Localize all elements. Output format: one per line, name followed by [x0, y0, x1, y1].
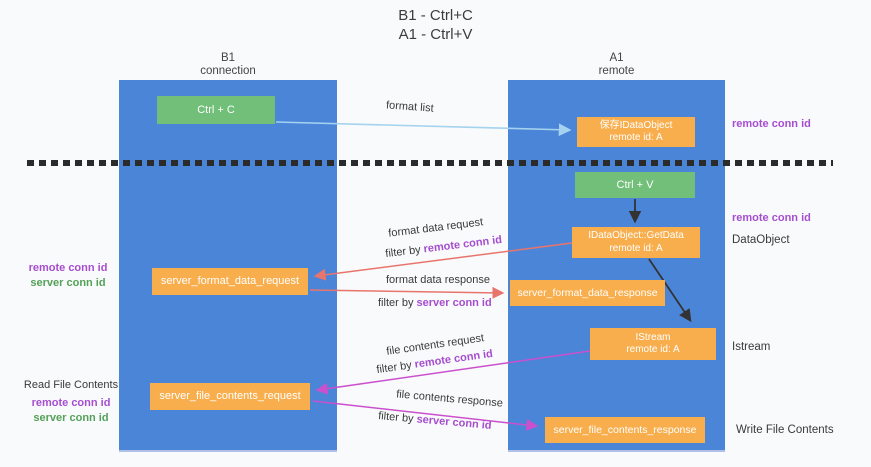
node-file-request-label: server_file_contents_request — [159, 390, 301, 402]
right-dataobject-remote-conn-id: remote conn id — [732, 212, 811, 224]
column-a1-sub: remote — [598, 65, 635, 77]
right-write-file-contents-label: Write File Contents — [736, 424, 834, 436]
node-ctrl-v: Ctrl + V — [575, 172, 695, 198]
node-ctrl-v-label: Ctrl + V — [616, 178, 654, 191]
edge-label-file-response: file contents response — [395, 388, 504, 410]
left-format-conn-ids: remote conn id server conn id — [25, 261, 111, 291]
filter-key-server-conn-id: server conn id — [416, 297, 492, 309]
remote-conn-id-label: remote conn id — [28, 262, 108, 274]
edge-label-format-response: format data response — [386, 274, 490, 286]
node-getdata-line1: IDataObject::GetData — [588, 230, 684, 241]
node-server-file-contents-request: server_file_contents_request — [150, 383, 310, 410]
column-header-b1: B1 connection — [119, 52, 337, 78]
node-ctrl-c: Ctrl + C — [157, 96, 275, 124]
column-b1-name: B1 — [220, 52, 236, 64]
node-save-idataobject-line1: 保存IDataObject — [599, 119, 673, 131]
node-idataobject-getdata: IDataObject::GetData remote id: A — [572, 227, 700, 258]
node-format-response-label: server_format_data_response — [517, 286, 658, 299]
server-conn-id-label: server conn id — [33, 412, 109, 424]
node-getdata-line2: remote id: A — [609, 242, 663, 254]
node-istream-line2: remote id: A — [626, 344, 680, 355]
edge-label-format-request: format data request — [387, 216, 484, 240]
filter-by-text: filter by — [377, 410, 418, 426]
title-line-2: A1 - Ctrl+V — [398, 26, 473, 43]
edge-label-format-list: format list — [385, 99, 435, 115]
filter-by-text: filter by — [375, 358, 416, 377]
node-istream: IStream remote id: A — [590, 328, 716, 360]
diagram-title: B1 - Ctrl+C A1 - Ctrl+V — [0, 6, 871, 44]
filter-by-text: filter by — [384, 243, 425, 261]
filter-by-text: filter by — [378, 297, 417, 309]
column-b1-sub: connection — [200, 65, 256, 77]
node-format-request-label: server_format_data_request — [160, 275, 300, 287]
node-save-idataobject: 保存IDataObject remote id: A — [577, 117, 695, 147]
edge-label-file-response-filter: filter by server conn id — [378, 410, 492, 432]
remote-conn-id-label: remote conn id — [31, 397, 111, 409]
node-save-idataobject-line2: remote id: A — [609, 132, 663, 143]
phase-divider-dashed-line — [27, 160, 833, 166]
format-response-arrow — [309, 286, 505, 299]
node-server-format-data-request: server_format_data_request — [152, 268, 308, 295]
node-file-response-label: server_file_contents_response — [553, 423, 697, 436]
right-save-remote-conn-id: remote conn id — [732, 118, 811, 130]
filter-key-remote-conn-id: remote conn id — [422, 233, 503, 256]
title-line-1: B1 - Ctrl+C — [398, 7, 473, 24]
right-istream-label: Istream — [732, 341, 771, 353]
node-ctrl-c-label: Ctrl + C — [197, 103, 235, 116]
node-server-file-contents-response: server_file_contents_response — [545, 417, 705, 443]
edge-label-format-response-filter: filter by server conn id — [378, 297, 492, 309]
filter-key-server-conn-id: server conn id — [416, 413, 493, 432]
node-istream-line1: IStream — [635, 331, 671, 343]
node-server-format-data-response: server_format_data_response — [510, 280, 665, 306]
right-dataobject-label: DataObject — [732, 234, 790, 246]
server-conn-id-label: server conn id — [30, 277, 106, 289]
column-header-a1: A1 remote — [508, 52, 725, 78]
column-a1-name: A1 — [609, 52, 624, 64]
read-file-contents-label: Read File Contents — [23, 379, 119, 391]
left-file-annotations: Read File Contents remote conn id server… — [23, 378, 119, 426]
